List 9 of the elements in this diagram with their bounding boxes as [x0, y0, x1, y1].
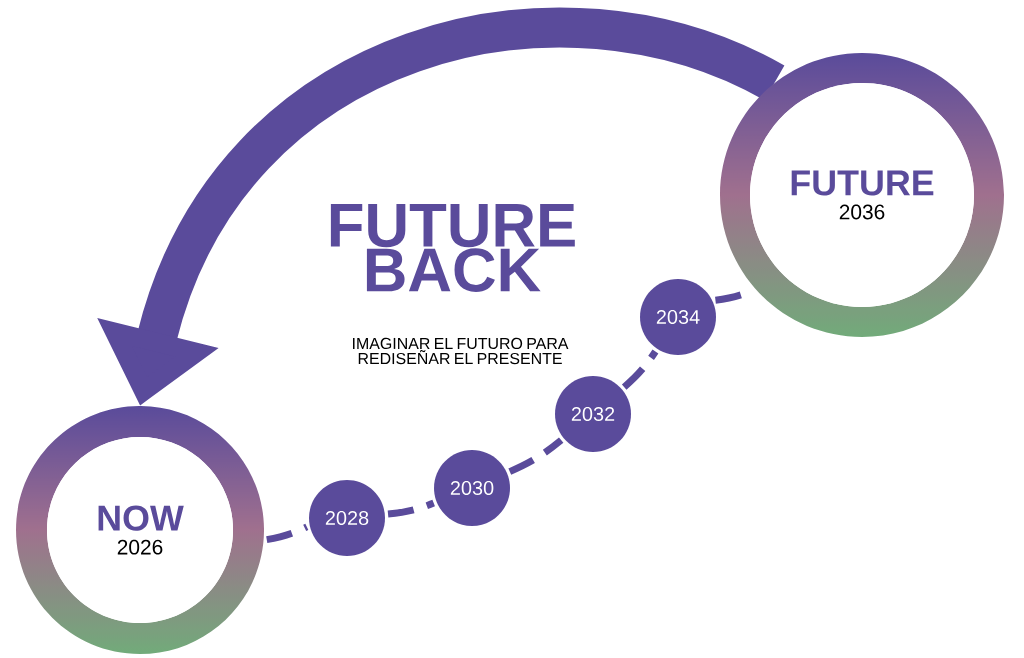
node-label: NOW	[98, 505, 184, 531]
subtitle: IMAGINAR EL FUTURO PARA REDISEÑAR EL PRESENTE	[353, 337, 569, 365]
node-label: 2026	[117, 539, 163, 555]
dashed-connector	[508, 437, 564, 475]
node-label: FUTURE	[791, 170, 934, 196]
node-label: 2036	[839, 204, 885, 220]
dashed-connector	[621, 349, 659, 390]
heading: FUTURE BACK	[330, 204, 575, 292]
dashed-connector	[387, 499, 435, 518]
